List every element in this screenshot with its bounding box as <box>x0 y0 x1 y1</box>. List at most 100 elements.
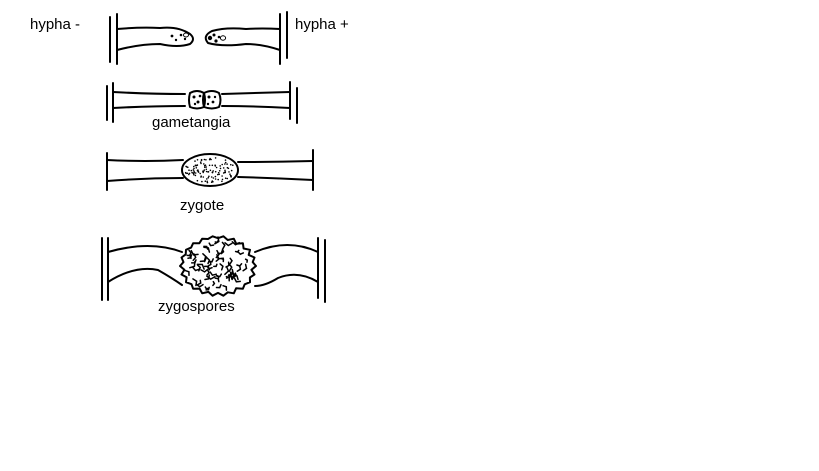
stipple-dot <box>207 176 210 179</box>
stipple-dot <box>203 169 206 171</box>
right-progametangium <box>204 27 281 51</box>
spore-spike <box>233 277 241 283</box>
stipple-dot <box>214 157 217 159</box>
spore-spike <box>203 246 211 253</box>
spore-spike <box>213 263 218 268</box>
stipple-dot <box>190 169 193 172</box>
spore-spike <box>236 264 242 272</box>
stipple-dot <box>224 171 226 173</box>
spore-spike <box>219 263 224 271</box>
spore-spike <box>221 241 226 250</box>
stipple-dot <box>224 159 227 161</box>
right-suspensor <box>237 160 314 181</box>
spore-spike <box>215 283 222 289</box>
spore-spike <box>212 280 216 287</box>
spore-spike <box>242 263 248 272</box>
stipple-dot <box>221 163 223 166</box>
stipple-dot <box>196 159 199 161</box>
spore-spike <box>202 253 208 263</box>
spore-spike <box>224 242 233 247</box>
stipple-dot <box>206 178 208 180</box>
stipple-dot <box>230 176 232 178</box>
spore-spike <box>208 242 215 247</box>
stipple-dot <box>229 173 231 175</box>
stipple-dot <box>202 170 205 173</box>
stipple-dot <box>206 180 208 183</box>
stipple-dot <box>209 157 211 160</box>
stipple-dot <box>219 165 221 167</box>
stipple-dot <box>230 163 232 166</box>
stipple-dot <box>194 164 197 167</box>
stipple-dot <box>192 169 195 171</box>
spore-spike <box>215 274 220 280</box>
stipple-dot <box>217 171 220 174</box>
stage-hyphae-approach <box>109 11 288 65</box>
label-hypha-minus: hypha - <box>30 16 81 33</box>
stipple-dot <box>193 171 195 174</box>
spore-spike <box>204 274 211 281</box>
stipple-dot <box>224 163 226 165</box>
stipple-dot <box>218 170 221 172</box>
stipple-dot <box>214 175 217 178</box>
right-suspensor-tube <box>221 91 291 109</box>
spore-spike <box>195 283 204 288</box>
stipple-dot <box>194 174 197 177</box>
stipple-dot <box>199 161 202 163</box>
stipple-dot <box>222 167 225 169</box>
stipple-dot <box>218 173 220 176</box>
stipple-dot <box>228 171 230 173</box>
spore-spike <box>234 249 240 253</box>
stipple-dot <box>208 164 211 167</box>
spore-spike <box>192 278 198 287</box>
stipple-dot <box>210 176 213 178</box>
spore-spike <box>190 249 199 256</box>
spore-spike <box>224 265 230 276</box>
stipple-dot <box>209 169 212 172</box>
spore-spike <box>232 274 239 281</box>
spore-spike <box>196 263 205 270</box>
stipple-dot <box>226 177 229 180</box>
left-progametangium <box>116 26 194 51</box>
spore-spike <box>244 258 249 263</box>
spore-spike <box>200 268 209 273</box>
zygote-cell <box>181 153 239 187</box>
stipple-dot <box>230 169 233 172</box>
spore-spike <box>204 286 210 290</box>
stipple-dot <box>212 177 215 179</box>
stipple-dot <box>196 164 198 166</box>
stipple-dot <box>214 178 217 180</box>
stage-zygote <box>106 149 314 191</box>
stipple-dot <box>193 173 195 176</box>
stipple-dot <box>210 158 212 161</box>
stipple-dot <box>195 167 198 169</box>
stipple-dot <box>230 174 232 177</box>
spore-spike <box>229 257 233 265</box>
stipple-dot <box>207 171 209 173</box>
stipple-dot <box>196 169 199 172</box>
stipple-dot <box>226 166 229 169</box>
stipple-dot <box>193 165 195 168</box>
stipple-dot <box>214 170 217 173</box>
stipple-dot <box>226 163 228 165</box>
stipple-dot <box>221 175 223 177</box>
stipple-dot <box>221 178 224 181</box>
spore-spike <box>209 271 217 277</box>
right-gametangium <box>202 90 222 110</box>
spore-spike <box>206 275 216 281</box>
stipple-dot <box>211 180 214 182</box>
stipple-dot <box>204 166 206 169</box>
stipple-dot <box>193 170 195 172</box>
stipple-dot <box>200 162 202 165</box>
stipple-dot <box>204 164 207 166</box>
stipple-dot <box>214 164 216 166</box>
spore-spike <box>225 271 232 279</box>
stipple-dot <box>217 173 219 176</box>
left-suspensor-tube <box>112 91 186 109</box>
label-zygospores: zygospores <box>158 298 235 315</box>
stipple-dot <box>204 180 207 182</box>
spore-spike <box>206 269 210 276</box>
stipple-dot <box>202 176 205 178</box>
stipple-dot <box>211 164 214 167</box>
stipple-dot <box>206 181 209 184</box>
